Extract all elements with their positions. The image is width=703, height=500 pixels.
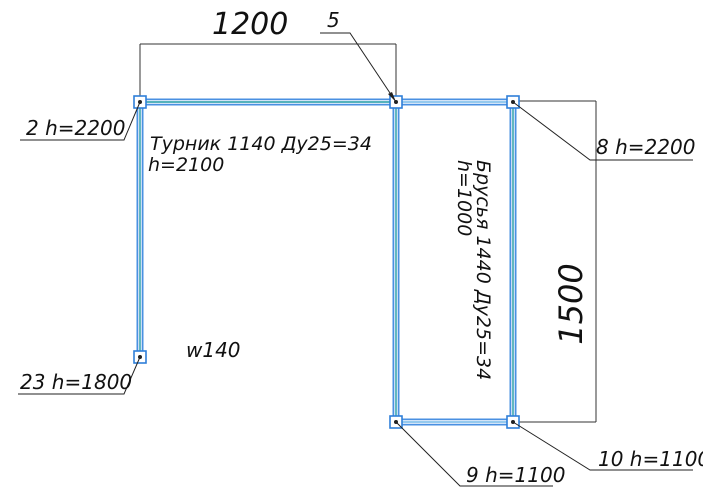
w140-annotation: w140 [186, 338, 241, 362]
leader-node-8 [512, 101, 693, 161]
leader-node-2 [20, 101, 141, 141]
turnik-annotation-line2: h=2100 [148, 154, 224, 176]
node-8-label: 8 h=2200 [596, 135, 695, 159]
leader-node-5 [320, 32, 397, 103]
top-width-dimension: 1200 [139, 7, 397, 100]
node-2-label: 2 h=2200 [26, 116, 125, 140]
node-10-label: 10 h=1100 [598, 447, 703, 471]
right-height-value: 1500 [552, 263, 590, 344]
turnik-annotation-line1: Турник 1140 Ду25=34 [150, 133, 372, 155]
leader-arrow-5 [388, 92, 396, 102]
leader-node-10 [512, 421, 693, 471]
leader-node-9 [395, 421, 553, 487]
top-width-value: 1200 [212, 7, 288, 42]
node-5-label: 5 [327, 8, 340, 32]
brusya-annotation-line1: Брусья 1440 Ду25=34 [472, 160, 494, 380]
node-9-label: 9 h=1100 [466, 463, 565, 487]
leader-node-23 [18, 356, 141, 395]
brusya-annotation-line2: h=1000 [453, 160, 475, 236]
node-23-label: 23 h=1800 [20, 370, 132, 394]
leader-lines [18, 32, 693, 487]
right-height-dimension: 1500 [518, 100, 597, 423]
